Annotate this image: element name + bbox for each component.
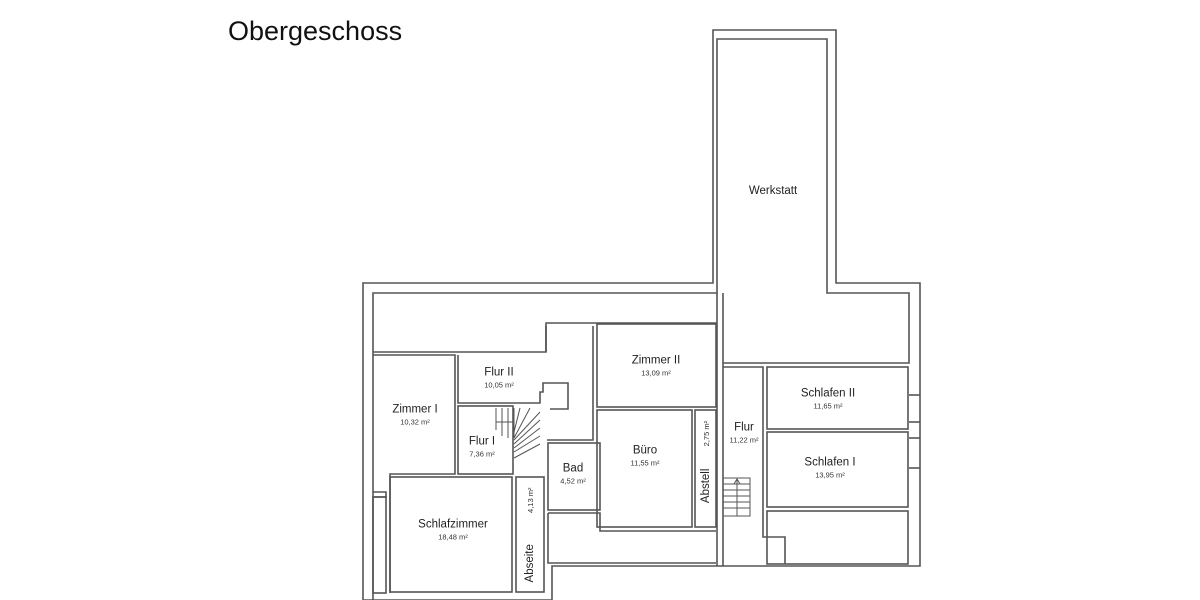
werkstatt-walls	[362, 29, 921, 600]
room-bad: Bad 4,52 m²	[560, 462, 586, 486]
flur-walls	[457, 326, 594, 593]
room-flur: Flur 11,22 m²	[729, 421, 759, 445]
right-walls	[723, 366, 920, 565]
stairs-left	[495, 407, 541, 459]
room-flur-ii: Flur II 10,05 m²	[484, 366, 514, 390]
room-schlafen-ii: Schlafen II 11,65 m²	[800, 387, 856, 411]
room-zimmer-ii: Zimmer II 13,09 m²	[631, 354, 681, 378]
room-flur-i: Flur I 7,36 m²	[468, 435, 496, 459]
room-zimmer-i: Zimmer I 10,32 m²	[392, 403, 438, 427]
zimmer-i-walls	[372, 354, 513, 594]
room-werkstatt: Werkstatt	[748, 185, 798, 197]
room-abstell: Abstell 2,75 m²	[700, 420, 712, 504]
room-schlafen-i: Schlafen I 13,95 m²	[804, 456, 856, 480]
plan-title: Obergeschoss	[228, 16, 403, 46]
stairs-right	[722, 477, 751, 517]
center-walls	[363, 323, 717, 600]
room-abseite: Abseite 4,13 m²	[524, 487, 536, 583]
room-buero: Büro 11,55 m²	[630, 444, 660, 468]
room-schlafzimmer: Schlafzimmer 18,48 m²	[418, 518, 488, 542]
